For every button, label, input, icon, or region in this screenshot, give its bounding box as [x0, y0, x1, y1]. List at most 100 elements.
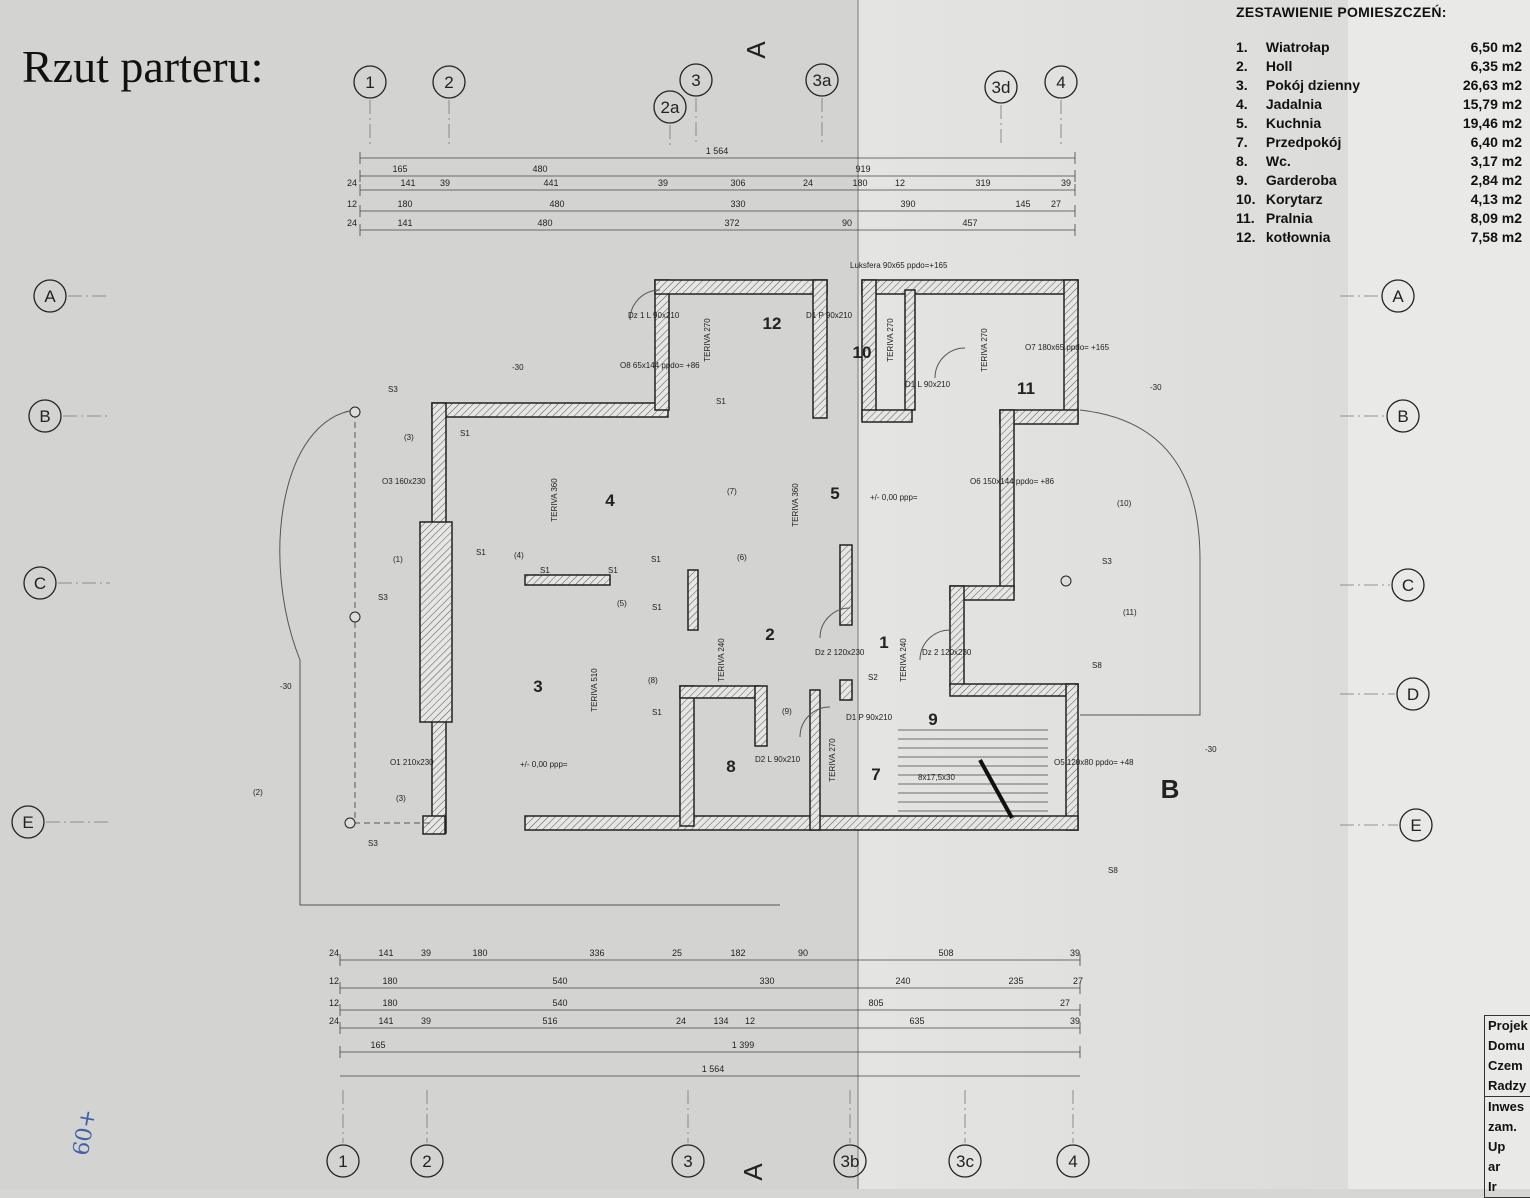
dimension-value: 480	[549, 199, 564, 209]
room-area: 6,50 m2	[1470, 39, 1522, 55]
terrace-outline-left	[279, 409, 780, 906]
dimension-value: 180	[852, 178, 867, 188]
room-number-label: 11	[1017, 379, 1035, 398]
wall	[524, 574, 611, 586]
room-number: 1.	[1236, 39, 1248, 55]
room-number: 10.	[1236, 191, 1256, 207]
element-label: S8	[1092, 661, 1102, 670]
room-entry: 7. Przedpokój	[1236, 133, 1341, 152]
slab-label: TERIVA 270	[828, 738, 837, 782]
slab-label: TERIVA 270	[886, 318, 895, 362]
axis-bubble	[671, 1144, 705, 1178]
room-area: 8,09 m2	[1470, 210, 1522, 226]
room-name: Pralnia	[1265, 210, 1313, 226]
dimension-value: 90	[842, 218, 852, 228]
room-number: 8.	[1236, 153, 1248, 169]
axis-bubble	[679, 63, 713, 97]
slab-label: TERIVA 510	[590, 668, 599, 712]
dimension-value: 12	[347, 199, 357, 209]
dimension-value: 306	[730, 178, 745, 188]
element-label: S3	[1102, 557, 1112, 566]
dimension-value: 319	[975, 178, 990, 188]
element-label: S3	[388, 385, 398, 394]
room-name: Przedpokój	[1265, 134, 1342, 150]
column	[344, 817, 356, 829]
element-label: -30	[512, 363, 524, 372]
wall	[1065, 683, 1079, 831]
paper-right-half	[858, 0, 1348, 1189]
axis-label: 4	[1056, 73, 1065, 92]
axis-bubble	[33, 279, 67, 313]
room-entry: 4. Jadalnia	[1236, 95, 1322, 114]
title-block-field: Inwes	[1485, 1096, 1530, 1117]
title-block-field: Czem	[1488, 1058, 1523, 1073]
wall	[999, 409, 1015, 591]
room-entry: 5. Kuchnia	[1236, 114, 1321, 133]
axis-label: B	[39, 407, 50, 426]
dimension-value: 480	[532, 164, 547, 174]
axis-bubble	[1396, 677, 1430, 711]
element-label: S1	[716, 397, 726, 406]
slab-label: TERIVA 270	[980, 328, 989, 372]
dimension-value: 141	[400, 178, 415, 188]
dimension-value: 480	[537, 218, 552, 228]
column	[1060, 575, 1072, 587]
dimension-value: 441	[543, 178, 558, 188]
section-marker-b: B	[1161, 774, 1180, 804]
dimension-value: 805	[868, 998, 883, 1008]
door-swing	[799, 706, 831, 738]
reference-label: (10)	[1117, 499, 1132, 508]
dimension-value: 336	[589, 948, 604, 958]
dimension-value: 12	[329, 998, 339, 1008]
dimension-value: 540	[552, 998, 567, 1008]
room-number-label: 12	[763, 314, 782, 333]
room-number: 9.	[1236, 172, 1248, 188]
axis-label: 3d	[992, 78, 1011, 97]
drawing-title: Rzut parteru:	[22, 41, 264, 92]
level-label: +/- 0,00 ppp=	[520, 760, 568, 769]
room-name: Jadalnia	[1265, 96, 1322, 112]
axis-label: 1	[338, 1152, 347, 1171]
terrace-outline-right	[1079, 409, 1201, 716]
slab-label: TERIVA 360	[791, 483, 800, 527]
axis-bubble	[28, 399, 62, 433]
opening-label: Dz 1 L 90x210	[628, 311, 680, 320]
dimension-value: 240	[895, 976, 910, 986]
room-number: 11.	[1236, 210, 1255, 226]
dimension-value: 508	[938, 948, 953, 958]
dimension-value: 330	[730, 199, 745, 209]
opening-label: D1 P 90x210	[806, 311, 853, 320]
wall	[812, 279, 828, 419]
room-area: 15,79 m2	[1462, 96, 1522, 112]
axis-bubble	[1056, 1144, 1090, 1178]
axis-bubble	[326, 1144, 360, 1178]
room-number-label: 10	[853, 343, 872, 362]
opening-label: 8x17,5x30	[918, 773, 955, 782]
axis-label: E	[1410, 816, 1421, 835]
wall	[687, 569, 699, 631]
room-area: 2,84 m2	[1470, 172, 1522, 188]
axis-bubble	[410, 1144, 444, 1178]
dimension-value: 141	[397, 218, 412, 228]
wall	[679, 685, 761, 699]
slab-label: TERIVA 360	[550, 478, 559, 522]
axis-label: 3	[691, 71, 700, 90]
wall	[949, 683, 1079, 697]
element-label: S2	[868, 673, 878, 682]
paper-overlap-strip	[1348, 0, 1530, 1189]
room-number: 7.	[1236, 134, 1248, 150]
axis-bubble	[353, 65, 387, 99]
axis-bubble	[948, 1144, 982, 1178]
axis-label: 2	[422, 1152, 431, 1171]
slab-label: TERIVA 240	[899, 638, 908, 682]
room-schedule-row: 4. Jadalnia 15,79 m2	[1236, 95, 1530, 114]
opening-label: O1 210x230	[390, 758, 434, 767]
dimension-value: 39	[658, 178, 668, 188]
dimension-value: 12	[745, 1016, 755, 1026]
axis-label: C	[34, 574, 46, 593]
